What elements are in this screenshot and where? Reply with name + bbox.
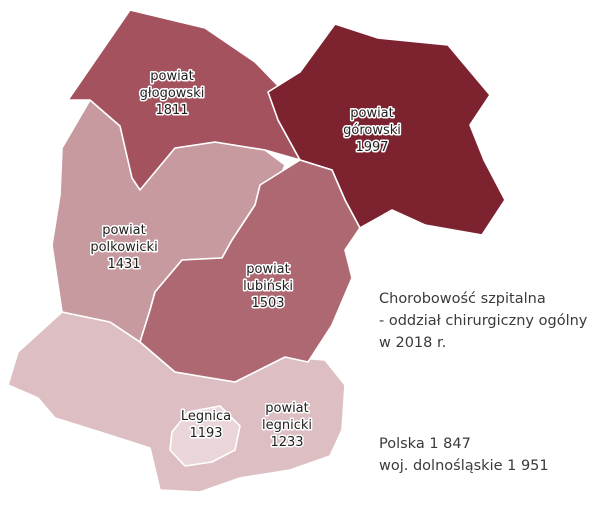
reference-values: Polska 1 847 woj. dolnośląskie 1 951 [379, 433, 609, 477]
legend-title: Chorobowość szpitalna - oddział chirurgi… [379, 288, 609, 354]
region-name-gorowski: powiat [350, 106, 394, 121]
region-name-legnicki: powiat [265, 401, 309, 416]
region-lubinski[interactable] [139, 159, 361, 383]
region-label-gorowski: powiat górowski 1997 [343, 106, 401, 155]
region-value-polkowicki: 1431 [107, 257, 140, 272]
region-name-glogowski: głogowski [140, 86, 205, 101]
region-name-legnica: Legnica [181, 409, 231, 424]
region-label-glogowski: powiat głogowski 1811 [140, 69, 205, 118]
region-value-glogowski: 1811 [155, 103, 188, 118]
region-label-lubinski: powiat lubiński 1503 [243, 262, 293, 311]
region-name-glogowski: powiat [150, 69, 194, 84]
legend-line-2: - oddział chirurgiczny ogólny [379, 313, 588, 329]
region-value-legnica: 1193 [189, 426, 222, 441]
region-glogowski[interactable] [67, 9, 301, 191]
region-label-legnica: Legnica 1193 [181, 409, 231, 441]
region-value-lubinski: 1503 [251, 296, 284, 311]
region-name-lubinski: powiat [246, 262, 290, 277]
region-value-legnicki: 1233 [270, 435, 303, 450]
region-name-polkowicki: polkowicki [90, 240, 157, 255]
legend-line-3: w 2018 r. [379, 335, 447, 351]
region-label-polkowicki: powiat polkowicki 1431 [90, 223, 157, 272]
region-name-legnicki: legnicki [262, 418, 312, 433]
region-name-gorowski: górowski [343, 123, 401, 138]
legend-line-1: Chorobowość szpitalna [379, 291, 546, 307]
region-name-lubinski: lubiński [243, 279, 293, 294]
region-legnica[interactable] [169, 405, 241, 467]
reference-voivodeship: woj. dolnośląskie 1 951 [379, 458, 549, 474]
region-value-gorowski: 1997 [355, 140, 388, 155]
reference-poland: Polska 1 847 [379, 436, 471, 452]
region-name-polkowicki: powiat [102, 223, 146, 238]
region-label-legnicki: powiat legnicki 1233 [262, 401, 312, 450]
